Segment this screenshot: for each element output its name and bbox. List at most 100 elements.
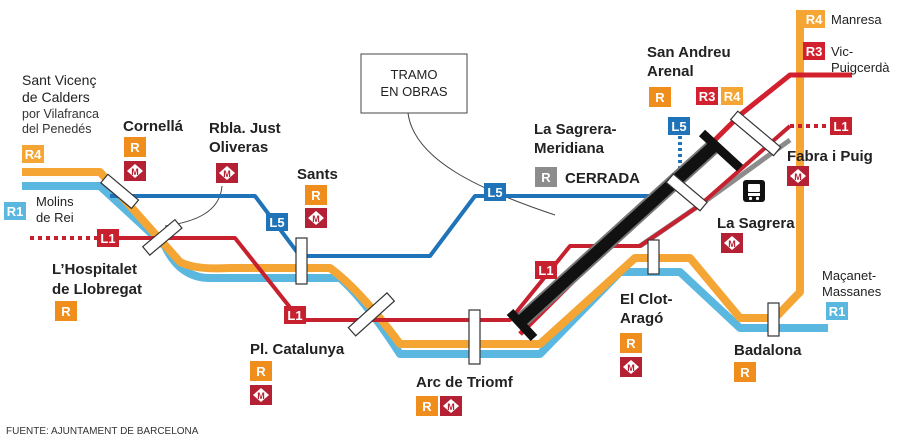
- svg-text:M: M: [312, 214, 320, 224]
- badge-r3-vic: R3: [803, 42, 825, 60]
- renfe-r-closed-icon: R: [535, 167, 557, 187]
- svg-text:L5: L5: [671, 119, 686, 134]
- works-callout-line1: TRAMO: [391, 67, 438, 82]
- svg-text:M: M: [131, 167, 139, 177]
- renfe-r-icon: R: [734, 362, 756, 382]
- works-callout-line2: EN OBRAS: [380, 84, 448, 99]
- svg-text:L1: L1: [100, 231, 115, 246]
- svg-text:R: R: [422, 399, 432, 414]
- badge-r4-sant-vicenc: R4: [22, 145, 44, 163]
- source-note: FUENTE: AJUNTAMENT DE BARCELONA: [6, 426, 199, 437]
- label-sants: Sants: [297, 166, 338, 183]
- metro-diamond-icon: M: [305, 208, 327, 228]
- badge-r4-manresa: R4: [803, 10, 825, 28]
- svg-text:L1: L1: [833, 119, 848, 134]
- label-el-clot: El Clot-Aragó: [620, 291, 673, 327]
- label-arc-triomf: Arc de Triomf: [416, 374, 514, 391]
- badge-l1-fabra: L1: [830, 117, 852, 135]
- metro-icons: M M M M M M M M: [124, 161, 809, 416]
- station-bar-la-sagrera: [665, 173, 708, 212]
- station-bar-sants: [295, 237, 308, 285]
- metro-diamond-icon: M: [250, 385, 272, 405]
- station-bar-molins: [99, 173, 140, 210]
- works-section: [515, 140, 720, 327]
- badge-l1-west: L1: [97, 229, 119, 247]
- svg-text:L1: L1: [538, 263, 553, 278]
- station-bar-hospitalet: [141, 218, 183, 256]
- l1-line: [96, 124, 792, 322]
- svg-text:L1: L1: [287, 308, 302, 323]
- badge-l5-san-andreu: L5: [668, 117, 690, 135]
- renfe-r-icon: R: [250, 361, 272, 381]
- badge-r4-san-andreu: R4: [721, 87, 743, 105]
- label-fabra: Fabra i Puig: [787, 148, 873, 165]
- badge-l5-sants: L5: [266, 213, 288, 231]
- svg-text:R: R: [61, 304, 71, 319]
- metro-diamond-icon: M: [787, 166, 809, 186]
- station-bar-arc-triomf: [468, 309, 481, 365]
- svg-text:M: M: [257, 391, 265, 401]
- svg-text:L5: L5: [487, 185, 502, 200]
- renfe-r-icon: R: [620, 333, 642, 353]
- label-badalona: Badalona: [734, 342, 802, 359]
- station-bar-el-clot: [647, 239, 660, 275]
- badge-r1-macanet: R1: [826, 302, 848, 320]
- metro-diamond-icon: M: [124, 161, 146, 181]
- label-manresa: Manresa: [831, 12, 882, 27]
- svg-text:M: M: [794, 172, 802, 182]
- svg-text:R: R: [655, 90, 665, 105]
- svg-text:R1: R1: [7, 204, 24, 219]
- svg-text:R4: R4: [25, 147, 42, 162]
- bus-icon: [743, 180, 765, 202]
- label-la-sagrera: La Sagrera: [717, 215, 795, 232]
- svg-text:M: M: [627, 363, 635, 373]
- renfe-icons: R R R R R R R R R: [55, 87, 756, 416]
- label-sagrera-meridiana: La Sagrera-Meridiana: [534, 121, 617, 157]
- renfe-r-icon: R: [124, 137, 146, 157]
- metro-diamond-icon: M: [440, 396, 462, 416]
- svg-text:M: M: [223, 169, 231, 179]
- metro-diamond-icon: M: [721, 233, 743, 253]
- svg-text:R: R: [256, 364, 266, 379]
- svg-text:R: R: [311, 188, 321, 203]
- label-pl-catalunya: Pl. Catalunya: [250, 341, 345, 358]
- badge-r3-san-andreu: R3: [696, 87, 718, 105]
- badge-l1-clot: L1: [535, 261, 557, 279]
- works-end-cap-south: [506, 308, 538, 342]
- svg-text:R: R: [626, 336, 636, 351]
- label-cornella: Cornellá: [123, 118, 184, 135]
- svg-text:R1: R1: [829, 304, 846, 319]
- renfe-r-icon: R: [416, 396, 438, 416]
- station-bars: [99, 110, 782, 365]
- station-bar-badalona: [767, 302, 780, 337]
- svg-text:R3: R3: [699, 89, 716, 104]
- station-bar-fabra: [729, 110, 782, 157]
- svg-text:L5: L5: [269, 215, 284, 230]
- renfe-r-icon: R: [649, 87, 671, 107]
- r1-line: [22, 182, 828, 358]
- label-vic: Vic-Puigcerdà: [831, 44, 890, 75]
- label-macanet: Maçanet-Massanes: [822, 268, 882, 299]
- renfe-r-icon: R: [55, 301, 77, 321]
- callout-pointer: [407, 112, 556, 216]
- badge-r1-molins: R1: [4, 202, 26, 220]
- renfe-r-icon: R: [305, 185, 327, 205]
- station-bar-pl-catalunya: [347, 292, 396, 337]
- r4-line: [22, 10, 804, 348]
- svg-text:R: R: [130, 140, 140, 155]
- svg-text:R: R: [541, 170, 551, 185]
- line-badges: R4 R1 L1 L5 L1 L5 L1 L5 R3 R4 R4 R3 L1 R…: [4, 10, 852, 324]
- metro-diamond-icon: M: [620, 357, 642, 377]
- badge-l1-south: L1: [284, 306, 306, 324]
- works-callout-box: [360, 53, 468, 114]
- badge-l5-meridiana: L5: [484, 183, 506, 201]
- svg-text:R4: R4: [724, 89, 741, 104]
